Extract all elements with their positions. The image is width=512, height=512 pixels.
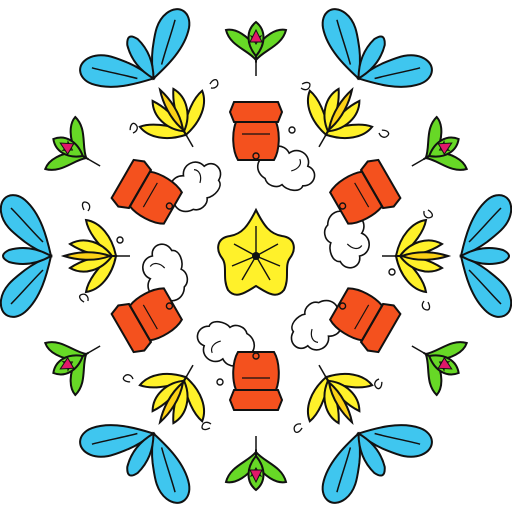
swirl-tendril-icon: [121, 372, 135, 385]
dot-circle-icon: [216, 378, 224, 386]
dot-circle-icon: [388, 268, 396, 276]
swirl-tendril-icon: [422, 208, 434, 220]
green-leaf-pink-flower-icon: [395, 112, 475, 193]
blue-leaf-pair-icon: [304, 402, 438, 509]
orange-pot-icon: [325, 280, 404, 357]
dot-circle-icon: [252, 352, 260, 360]
blue-leaf-pair-icon: [0, 194, 52, 318]
swirl-tendril-icon: [372, 377, 385, 391]
green-leaf-pink-flower-icon: [37, 112, 117, 193]
swirl-tendril-icon: [292, 422, 304, 434]
yellow-lotus-icon: [286, 346, 385, 442]
green-leaf-pink-flower-icon: [37, 319, 117, 400]
dot-circle-icon: [116, 236, 124, 244]
swirl-tendril-icon: [127, 121, 140, 135]
orange-pot-icon: [108, 155, 187, 232]
blue-leaf-pair-icon: [74, 3, 208, 110]
dot-circle-icon: [338, 302, 347, 310]
swirl-tendril-icon: [200, 420, 212, 432]
blue-leaf-pair-icon: [74, 402, 208, 509]
central-yellow-flower-icon: [217, 207, 295, 296]
dot-circle-icon: [165, 202, 174, 210]
swirl-tendril-icon: [300, 80, 312, 92]
blue-leaf-pair-icon: [460, 194, 512, 318]
yellow-lotus-icon: [381, 219, 449, 293]
dot-circle-icon: [252, 152, 260, 160]
green-leaf-pink-flower-icon: [395, 319, 475, 400]
green-leaf-pink-flower-icon: [225, 435, 287, 491]
orange-pot-icon: [229, 101, 283, 161]
yellow-lotus-icon: [127, 346, 226, 442]
yellow-lotus-icon: [286, 70, 385, 166]
dot-circle-icon: [288, 126, 296, 134]
dot-ring: [116, 126, 396, 386]
green-leaf-pink-flower-icon: [225, 21, 287, 77]
blue-leaf-pair-icon: [304, 3, 438, 110]
swirl-tendril-icon: [80, 200, 92, 212]
dot-circle-icon: [165, 302, 174, 310]
dot-circle-icon: [338, 202, 347, 210]
yellow-lotus-icon: [63, 219, 131, 293]
swirl-tendril-icon: [420, 300, 432, 312]
swirl-tendril-icon: [78, 292, 90, 304]
orange-pot-icon: [229, 351, 283, 411]
swirl-tendril-icon: [208, 78, 220, 90]
yellow-lotus-icon: [127, 70, 226, 166]
swirl-tendril-icon: [377, 127, 391, 140]
